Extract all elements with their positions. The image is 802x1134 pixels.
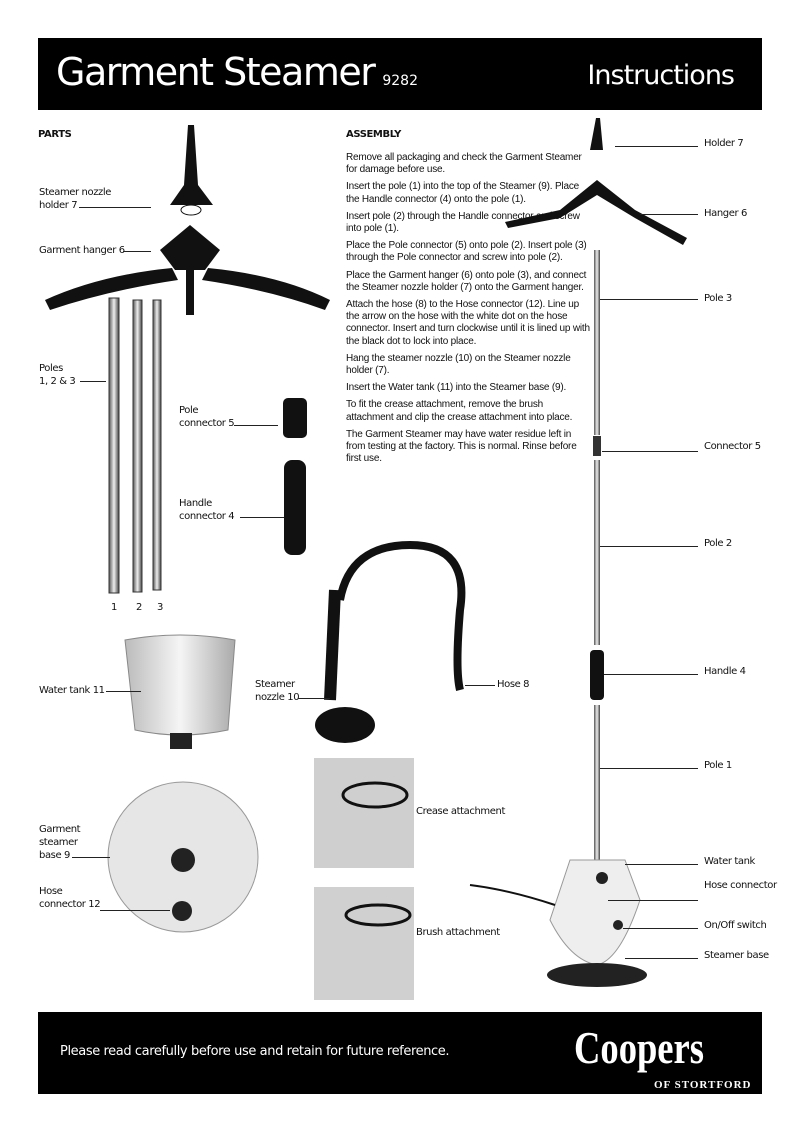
garment-hanger-image xyxy=(45,225,330,315)
callout-connector: Connector 5 xyxy=(704,441,761,452)
crease-attachment-photo xyxy=(314,758,414,868)
svg-text:OF STORTFORD: OF STORTFORD xyxy=(654,1079,752,1090)
callout-pole-2: Pole 2 xyxy=(704,538,732,549)
handle-connector-image xyxy=(284,460,306,555)
callout-pole-3: Pole 3 xyxy=(704,293,732,304)
page-title: Garment Steamer 9282 xyxy=(56,50,418,94)
nozzle-holder-image xyxy=(170,125,213,216)
callout-handle: Handle 4 xyxy=(704,666,746,677)
label-line: 1, 2 & 3 xyxy=(39,376,76,387)
leader-line xyxy=(600,768,698,769)
assembly-step: To fit the crease attachment, remove the… xyxy=(346,399,573,423)
footer-band: Please read carefully before use and ret… xyxy=(38,1012,762,1094)
label-line: Handle xyxy=(179,498,212,509)
leader-line xyxy=(608,900,698,901)
assembly-heading: ASSEMBLY xyxy=(346,129,401,140)
coopers-logo: Coopers OF STORTFORD xyxy=(574,1022,752,1090)
pole-number-2: 2 xyxy=(136,602,142,613)
brush-attachment-photo xyxy=(314,887,414,1000)
label-brush: Brush attachment xyxy=(416,927,500,938)
label-hose: Hose 8 xyxy=(497,679,530,690)
label-poles: Poles 1, 2 & 3 xyxy=(39,362,76,388)
label-line: Hose xyxy=(39,886,63,897)
leader-line xyxy=(106,691,141,692)
label-line: connector 4 xyxy=(179,511,235,522)
label-crease: Crease attachment xyxy=(416,806,505,817)
callout-pole-1: Pole 1 xyxy=(704,760,732,771)
label-line: connector 5 xyxy=(179,418,235,429)
label-line: steamer xyxy=(39,837,78,848)
footer-text: Please read carefully before use and ret… xyxy=(60,1044,450,1059)
leader-line xyxy=(604,674,698,675)
assembly-step: Remove all packaging and check the Garme… xyxy=(346,152,582,176)
assembly-step: Hang the steamer nozzle (10) on the Stea… xyxy=(346,352,571,377)
label-line: Poles xyxy=(39,363,63,374)
poles-image xyxy=(108,297,162,594)
leader-line xyxy=(298,698,330,699)
leader-line xyxy=(100,910,170,911)
label-pole-connector: Pole connector 5 xyxy=(179,404,235,430)
leader-line xyxy=(79,207,151,208)
leader-line xyxy=(600,299,698,300)
callout-holder: Holder 7 xyxy=(704,138,744,149)
label-line: Garment xyxy=(39,824,81,835)
callout-hose-connector: Hose connector xyxy=(704,880,777,891)
leader-line xyxy=(234,425,278,426)
hose-image xyxy=(324,540,466,701)
leader-line xyxy=(600,546,698,547)
leader-line xyxy=(602,451,698,452)
steamer-base-image xyxy=(107,781,259,933)
leader-line xyxy=(640,214,698,215)
parts-heading: PARTS xyxy=(38,129,72,140)
callout-base: Steamer base xyxy=(704,950,769,961)
leader-line xyxy=(465,685,495,686)
label-line: base 9 xyxy=(39,850,70,861)
leader-line xyxy=(72,857,110,858)
leader-line xyxy=(615,146,698,147)
label-line: holder 7 xyxy=(39,200,78,211)
label-line: Steamer xyxy=(255,679,295,690)
leader-line xyxy=(123,251,151,252)
header-band: Garment Steamer 9282 Instructions xyxy=(38,38,762,110)
callout-water-tank: Water tank xyxy=(704,856,755,867)
pole-number-3: 3 xyxy=(157,602,163,613)
assembly-step: Place the Pole connector (5) onto pole (… xyxy=(346,240,587,264)
label-line: nozzle 10 xyxy=(255,692,300,703)
svg-text:Coopers: Coopers xyxy=(574,1022,704,1073)
label-line: Steamer nozzle xyxy=(39,187,112,198)
label-water-tank: Water tank 11 xyxy=(39,685,105,696)
title-text: Garment Steamer xyxy=(56,50,376,94)
assembly-steps: Remove all packaging and check the Garme… xyxy=(346,152,591,465)
instructions-label: Instructions xyxy=(587,60,735,91)
model-number: 9282 xyxy=(382,73,418,89)
callout-switch: On/Off switch xyxy=(704,920,767,931)
leader-line xyxy=(625,958,698,959)
leader-line xyxy=(623,928,698,929)
assembly-step: Insert the Water tank (11) into the Stea… xyxy=(346,382,567,394)
pole-connector-image xyxy=(283,398,307,438)
pole-number-1: 1 xyxy=(111,602,117,613)
assembled-steamer-image xyxy=(469,118,687,987)
label-line: connector 12 xyxy=(39,899,101,910)
label-nozzle-holder: Steamer nozzle holder 7 xyxy=(39,186,111,212)
leader-line xyxy=(625,864,698,865)
steamer-nozzle-image xyxy=(315,707,375,743)
label-hose-connector: Hose connector 12 xyxy=(39,885,101,911)
leader-line xyxy=(240,517,284,518)
water-tank-image xyxy=(124,634,236,749)
assembly-step: Insert the pole (1) into the top of the … xyxy=(346,181,579,205)
callout-hanger: Hanger 6 xyxy=(704,208,747,219)
label-garment-hanger: Garment hanger 6 xyxy=(39,245,125,256)
label-steamer-nozzle: Steamer nozzle 10 xyxy=(255,678,300,704)
label-line: Pole xyxy=(179,405,199,416)
assembly-step: Place the Garment hanger (6) onto pole (… xyxy=(346,269,587,293)
label-handle-connector: Handle connector 4 xyxy=(179,497,235,523)
leader-line xyxy=(80,381,106,382)
label-base: Garment steamer base 9 xyxy=(39,823,81,862)
assembly-step: Insert pole (2) through the Handle conne… xyxy=(346,210,580,235)
assembly-step: The Garment Steamer may have water resid… xyxy=(346,428,577,465)
assembly-step: Attach the hose (8) to the Hose connecto… xyxy=(346,299,590,347)
